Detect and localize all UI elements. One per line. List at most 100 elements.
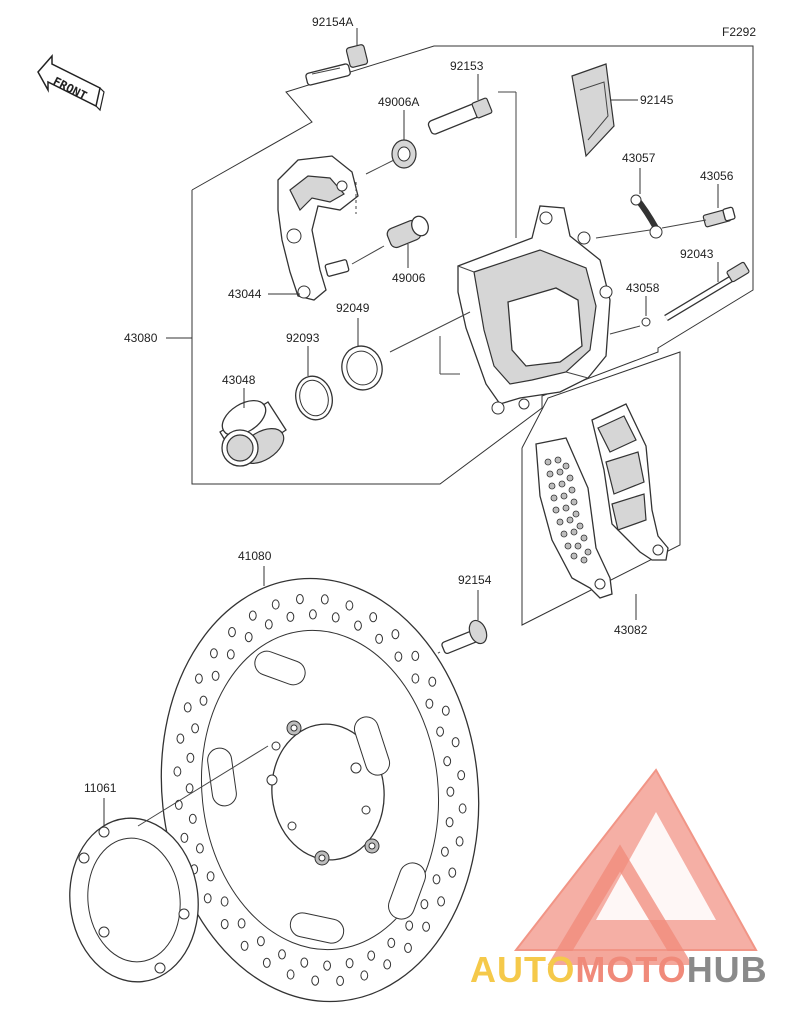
caliper-assembly-outline [191, 45, 754, 485]
disc-hole [195, 673, 203, 684]
disc-hole [220, 919, 229, 930]
spacer-plate-11061 [69, 817, 199, 983]
assembly-guide-lines [351, 91, 707, 375]
label-43057: 43057 [622, 151, 656, 165]
disc-perimeter-holes [173, 594, 467, 987]
disc-hole [391, 629, 400, 640]
label-92043: 92043 [680, 247, 714, 261]
disc-hole [369, 612, 378, 623]
disc-hole [446, 786, 455, 797]
disc-hole [300, 957, 309, 968]
disc-hole [367, 950, 376, 961]
label-41080: 41080 [238, 549, 272, 563]
brake-pad-outer [591, 403, 669, 561]
watermark-auto: AUTO [470, 949, 575, 990]
disc-hole [320, 594, 329, 605]
disc-hole [286, 969, 295, 980]
disc-hole [437, 896, 446, 907]
disc-hole [383, 959, 392, 970]
disc-hole [448, 867, 457, 878]
disc-hole [455, 836, 464, 847]
disc-hole [405, 920, 414, 931]
disc-hole [387, 937, 396, 949]
disc-hole [220, 896, 229, 907]
disc-hole [188, 813, 197, 824]
disc-hole [436, 726, 445, 737]
disc-hole [237, 918, 246, 929]
disc-hole [457, 770, 466, 781]
disc-hole [441, 705, 450, 716]
disc-hole [196, 843, 204, 854]
seal-92049 [341, 345, 383, 391]
disc-hole [345, 600, 354, 611]
bracket-pin [324, 259, 350, 277]
label-43080: 43080 [124, 331, 158, 345]
disc-hole [203, 893, 212, 904]
caliper-bracket-43044 [277, 155, 359, 301]
label-43058: 43058 [626, 281, 660, 295]
disc-hole [360, 970, 369, 981]
disc-hole [191, 723, 200, 734]
label-92145: 92145 [640, 93, 674, 107]
disc-hole [404, 942, 412, 954]
clip-43058 [641, 317, 651, 327]
bleed-valve-43056 [702, 206, 736, 228]
disc-hole [176, 733, 185, 744]
bolt-92154a [305, 44, 369, 86]
disc-hole [420, 899, 429, 910]
disc-hole [173, 766, 182, 777]
disc-hole [451, 737, 460, 748]
disc-hole [240, 940, 249, 951]
disc-hole [441, 846, 449, 857]
brake-pad-inner [535, 437, 613, 599]
label-49006: 49006 [392, 271, 426, 285]
disc-hole [331, 612, 340, 623]
disc-hole [394, 651, 403, 662]
disc-hole [425, 698, 434, 709]
label-43056: 43056 [700, 169, 734, 183]
figure-code: F2292 [722, 25, 756, 39]
disc-hole [445, 817, 454, 828]
label-49006a: 49006A [378, 95, 419, 109]
disc-hole [262, 957, 271, 968]
disc-hole [183, 702, 192, 713]
label-11061: 11061 [84, 781, 117, 795]
boot-49006a [391, 139, 417, 169]
disc-hole [443, 756, 452, 767]
label-43082: 43082 [614, 623, 648, 637]
disc-hole [186, 752, 195, 763]
disc-hole [345, 958, 354, 969]
svg-text:AUTOMOTOHUB: AUTOMOTOHUB [470, 949, 768, 990]
front-arrow-icon: FRONT [37, 54, 105, 112]
label-43044: 43044 [228, 287, 262, 301]
disc-hole [271, 599, 280, 610]
disc-hole [199, 695, 208, 706]
caliper-body [457, 205, 613, 415]
disc-hole [185, 783, 194, 794]
disc-hole [211, 670, 220, 681]
pad-link-43057 [630, 194, 663, 239]
disc-hole [411, 673, 420, 684]
disc-hole [311, 975, 320, 986]
boot-49006 [386, 215, 429, 249]
disc-hole [257, 936, 265, 947]
watermark-hub: HUB [687, 949, 768, 990]
label-92154a: 92154A [312, 15, 353, 29]
automotohub-logo: AUTOMOTOHUB [470, 768, 768, 990]
label-92093: 92093 [286, 331, 320, 345]
watermark-moto: MOTO [575, 949, 686, 990]
label-92153: 92153 [450, 59, 484, 73]
disc-hole [428, 676, 437, 687]
label-92154: 92154 [458, 573, 492, 587]
disc-hole [180, 832, 189, 843]
disc-hole [411, 650, 420, 662]
disc-hole [336, 975, 345, 987]
disc-hole [264, 619, 273, 630]
disc-hole [174, 799, 183, 810]
disc-hole [226, 649, 235, 660]
disc-hole [278, 949, 286, 960]
disc-hole [354, 620, 362, 631]
pad-spring-92145 [571, 63, 615, 158]
disc-hole [248, 610, 257, 621]
